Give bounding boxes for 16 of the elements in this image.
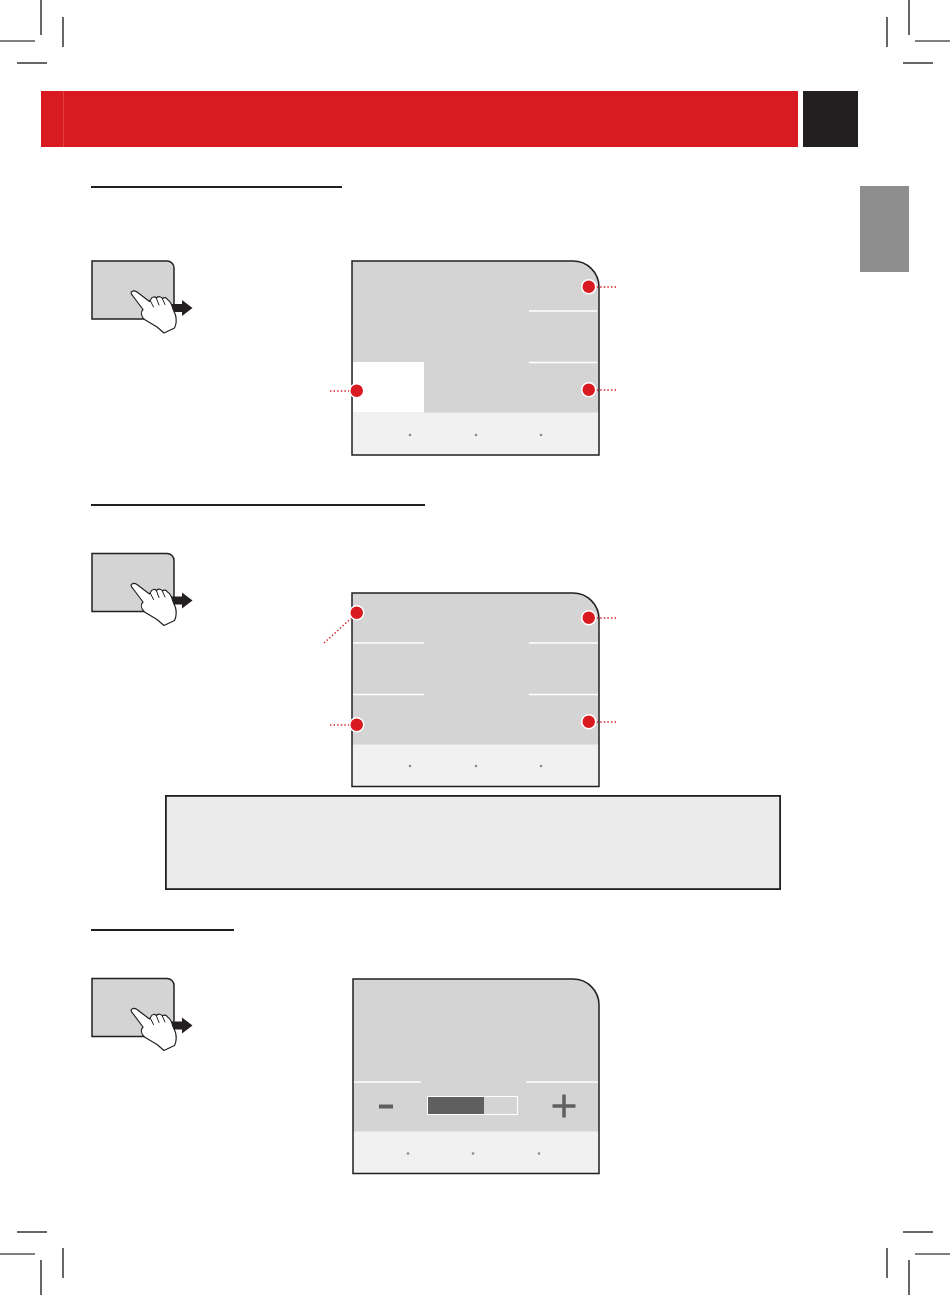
leader-line (596, 389, 617, 391)
leader-line (323, 617, 352, 644)
callout-dot (349, 717, 365, 733)
leader-line (329, 724, 350, 726)
leader-line (596, 286, 617, 288)
leader-line (596, 721, 617, 723)
leader-line (329, 390, 350, 392)
callout-dot (349, 383, 365, 399)
callout-dot (349, 605, 365, 621)
leader-line (596, 617, 617, 619)
callout-dot (581, 279, 597, 295)
callout-dot (581, 714, 597, 730)
callout-dot (581, 610, 597, 626)
side-tab (860, 186, 909, 272)
note-box (165, 795, 781, 890)
callout-dot (581, 382, 597, 398)
